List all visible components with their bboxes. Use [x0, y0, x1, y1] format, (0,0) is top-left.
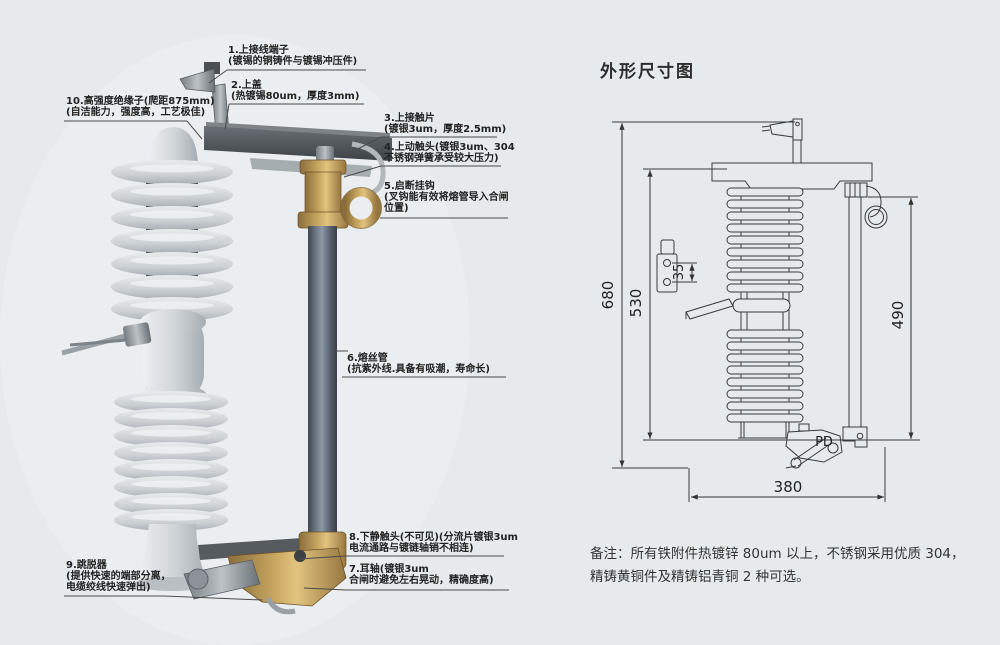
callout-line: 6.熔丝管: [347, 353, 388, 364]
callout-line: (叉钩能有效将熔管导入合闸: [384, 192, 509, 203]
callout-8-lower-static-contact: 8.下静触头(不可见)(分流片镀银3um 电流通路与镀链轴销不相连): [349, 532, 518, 554]
callout-line: 位置): [384, 203, 409, 214]
drawing-support-arm: [685, 298, 734, 320]
callout-9-trip-device: 9.跳脱器 (提供快速的端部分离， 电缆绞线快速弹出): [66, 560, 171, 593]
top-cover: [204, 126, 392, 161]
lower-bracket-bar: [198, 538, 304, 560]
remark-note: 备注：所有铁附件热镀锌 80um 以上，不锈钢采用优质 304， 精铸黄铜件及精…: [590, 543, 990, 589]
hook-wire: [351, 141, 386, 197]
callout-2-top-cover: 2.上盖 (热镀锡80um，厚度3mm): [231, 80, 359, 102]
pull-ring: [340, 187, 382, 229]
callout-line: (热镀锡80um，厚度3mm): [231, 91, 360, 102]
callout-3-upper-contact-plate: 3.上接触片 (镀银3um，厚度2.5mm): [384, 113, 506, 135]
callout-leader-lines: [64, 69, 509, 601]
bottom-hinge-assembly: [183, 531, 347, 615]
photo-backdrop: [0, 35, 470, 645]
callout-line: 5.启断挂钩: [384, 181, 435, 192]
callout-line: (自洁能力，强度高，工艺极佳): [66, 107, 206, 118]
drawing-terminal: [761, 118, 803, 163]
insulator-waist-bulge-top: [140, 309, 206, 335]
insulator-waist: [142, 314, 204, 400]
callout-5-breaking-hook: 5.启断挂钩 (叉钩能有效将熔管导入合闸 位置): [384, 181, 509, 214]
callout-line: 电流通路与镀链轴销不相连): [349, 543, 474, 554]
callout-7-trunnion: 7.耳轴(镀银3um 合闸时避免左右晃动，精确度高): [349, 564, 494, 586]
callout-line: 3.上接触片: [384, 113, 435, 124]
callout-line: (提供快速的端部分离，: [66, 571, 171, 582]
callout-line: 7.耳轴(镀银3um: [349, 564, 429, 575]
lower-hook: [265, 596, 296, 615]
callout-line: (镀银3um，厚度2.5mm): [384, 124, 507, 135]
callout-1-top-terminal: 1.上接线端子 (镀锡的铜铸件与镀锡冲压件): [228, 45, 357, 67]
dimension-labels: 680 530 490 35 380 PD: [599, 264, 907, 496]
product-photo-illustration: [0, 35, 470, 645]
dim-label-530: 530: [627, 289, 645, 318]
drawing-fuse-tube: [842, 182, 888, 448]
hinge-bolt: [294, 550, 306, 562]
terminal-connector: [179, 68, 216, 93]
hammer-nut: [187, 568, 209, 590]
dimension-lines: [619, 123, 914, 500]
callout-line: 1.上接线端子: [228, 45, 289, 56]
insulator-upper-sheds: [111, 160, 233, 321]
callout-4-upper-moving-contact: 4.上动触头(镀银3um、304 不锈钢弹簧承受较大压力): [384, 142, 515, 164]
trip-hammer: [183, 559, 261, 600]
callout-line: 2.上盖: [231, 80, 262, 91]
fuse-tube: [308, 226, 337, 540]
insulator-lower-sheds: [114, 391, 228, 531]
dim-label-380: 380: [774, 478, 803, 496]
drawing-title: 外形尺寸图: [600, 62, 695, 82]
callout-line: (抗紫外线.具备有吸潮，寿命长): [347, 364, 490, 375]
drawing-bottom-hinge: [785, 423, 843, 469]
callout-line: 合闸时避免左右晃动，精确度高): [349, 575, 494, 586]
insulator-bottom-bell: [136, 524, 208, 584]
callout-6-fuse-tube: 6.熔丝管 (抗紫外线.具备有吸潮，寿命长): [347, 353, 490, 375]
side-wire-clamp: [61, 322, 152, 356]
tube-top-brass: [297, 159, 382, 229]
dimension-extension-lines: [612, 121, 920, 502]
remark-line-2: 精铸黄铜件及精铸铝青铜 2 种可选。: [590, 569, 810, 585]
outline-drawing: 680 530 490 35 380 PD: [599, 118, 920, 502]
callout-line: 9.跳脱器: [66, 560, 107, 571]
callout-line: (镀锡的铜铸件与镀锡冲压件): [228, 56, 358, 67]
remark-line-1: 备注：所有铁附件热镀锌 80um 以上，不锈钢采用优质 304，: [590, 546, 965, 562]
dim-label-680: 680: [599, 281, 617, 310]
callout-line: 电缆绞线快速弹出): [66, 582, 151, 593]
dim-label-490: 490: [889, 301, 907, 330]
pd-label: PD: [815, 435, 833, 450]
top-cover-topface: [206, 122, 390, 139]
dim-label-35: 35: [672, 264, 687, 281]
callout-line: 8.下静触头(不可见)(分流片镀银3um: [349, 532, 518, 543]
callout-line: 10.高强度绝缘子(爬距875mm): [66, 96, 215, 107]
callout-line: 不锈钢弹簧承受较大压力): [384, 153, 499, 164]
callout-10-insulator: 10.高强度绝缘子(爬距875mm) (自洁能力，强度高，工艺极佳): [66, 96, 215, 118]
callout-line: 4.上动触头(镀银3um、304: [384, 142, 515, 153]
drawing-insulator: [726, 187, 804, 439]
